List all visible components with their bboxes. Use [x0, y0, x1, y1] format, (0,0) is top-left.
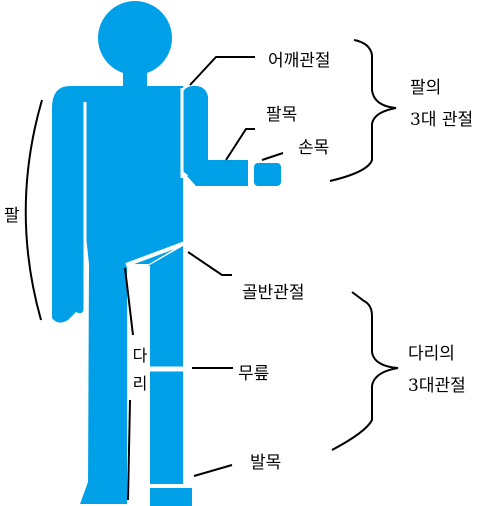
right-leg	[148, 246, 183, 486]
hand-wrist-label: 손목	[298, 140, 329, 157]
left-leg	[88, 262, 127, 488]
arm-group-label-line2: 3대 관절	[410, 112, 473, 129]
wrist-label: 팔목	[266, 107, 297, 124]
right-shoulder	[181, 86, 208, 176]
knee-label: 무릎	[238, 366, 269, 383]
arm-group-label-line1: 팔의	[410, 80, 441, 97]
ankle-label: 발목	[250, 455, 281, 472]
arm-bracket	[26, 100, 42, 320]
hip-joint-label: 골반관절	[242, 285, 305, 302]
ankle-leader	[194, 465, 232, 476]
hand-wrist-leader	[262, 153, 283, 160]
torso	[70, 86, 183, 264]
right-hand	[254, 163, 281, 186]
arm-group-brace	[330, 40, 396, 181]
leg-group-label-line1: 다리의	[408, 346, 455, 363]
arm-label: 팔	[4, 208, 20, 225]
leg-group-brace	[332, 292, 398, 450]
left-foot	[80, 482, 127, 504]
head	[98, 1, 172, 75]
shoulder-joint-label: 어깨관절	[268, 53, 331, 70]
leg-group-label-line2: 3대관절	[408, 378, 466, 395]
shoulder-leader	[190, 57, 255, 85]
hip-leader	[188, 252, 232, 275]
right-foot	[150, 488, 192, 506]
left-arm	[52, 86, 84, 323]
wrist-leader	[226, 129, 255, 160]
leg-label: 다리	[131, 342, 149, 398]
